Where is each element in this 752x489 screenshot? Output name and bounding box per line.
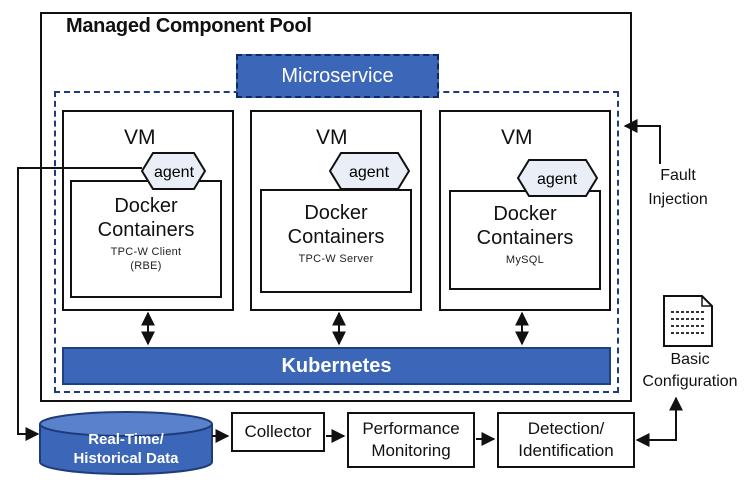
- database-label-line1: Real-Time/: [88, 431, 164, 448]
- fault-injection-line2: Injection: [648, 191, 708, 208]
- docker-containers-2: Docker Containers TPC-W Server: [260, 189, 412, 293]
- container-detail: TPC-W Server: [298, 253, 374, 265]
- agent-label: agent: [537, 171, 578, 188]
- container-detail-sub: (RBE): [130, 260, 162, 272]
- database-label-line2: Historical Data: [73, 450, 179, 467]
- basic-configuration-label: Basic Configuration: [630, 349, 750, 393]
- fault-injection-label: Fault Injection: [636, 164, 720, 212]
- collector-label: Collector: [244, 422, 312, 441]
- agent-label: agent: [154, 164, 195, 181]
- detection-identification-box: Detection/ Identification: [497, 412, 635, 468]
- docker-label-line2: Containers: [476, 227, 574, 249]
- collector-box: Collector: [231, 412, 325, 452]
- agent-to-database-arrow: [17, 167, 142, 441]
- vm-label: VM: [124, 126, 156, 149]
- agent-hexagon-2: agent: [328, 152, 411, 190]
- detection-line2: Identification: [518, 441, 614, 460]
- detection-line1: Detection/: [527, 419, 605, 438]
- microservice-box: Microservice: [236, 54, 439, 98]
- docker-label-line2: Containers: [97, 219, 195, 241]
- fault-injection-line1: Fault: [660, 167, 696, 184]
- docker-label-line1: Docker: [114, 195, 178, 217]
- kubernetes-label: Kubernetes: [281, 354, 392, 377]
- managed-component-pool: [40, 12, 632, 402]
- docker-containers-1: Docker Containers TPC-W Client (RBE): [70, 180, 222, 298]
- vm-label: VM: [316, 126, 348, 149]
- docker-containers-3: Docker Containers MySQL: [449, 190, 601, 290]
- docker-label-line2: Containers: [287, 226, 385, 248]
- performance-monitoring-line1: Performance: [362, 419, 460, 438]
- document-icon: [663, 295, 713, 347]
- performance-monitoring-box: Performance Monitoring: [347, 412, 475, 468]
- agent-label: agent: [349, 164, 390, 181]
- docker-label-line1: Docker: [304, 202, 368, 224]
- performance-monitoring-line2: Monitoring: [371, 441, 451, 460]
- detection-configuration-arrow: [635, 396, 683, 447]
- database-cylinder: Real-Time/ Historical Data: [39, 411, 213, 475]
- microservice-label: Microservice: [281, 64, 394, 87]
- basic-configuration-line1: Basic: [670, 351, 710, 368]
- basic-configuration-line2: Configuration: [642, 373, 738, 390]
- kubernetes-bar: Kubernetes: [62, 347, 611, 385]
- agent-hexagon-3: agent: [516, 159, 599, 197]
- container-detail: MySQL: [505, 254, 545, 266]
- container-detail: TPC-W Client: [110, 246, 182, 258]
- docker-label-line1: Docker: [493, 203, 557, 225]
- vm-label: VM: [501, 126, 533, 149]
- pool-title: Managed Component Pool: [66, 15, 312, 37]
- fault-injection-arrow: [623, 119, 661, 164]
- agent-hexagon-1: agent: [140, 152, 207, 190]
